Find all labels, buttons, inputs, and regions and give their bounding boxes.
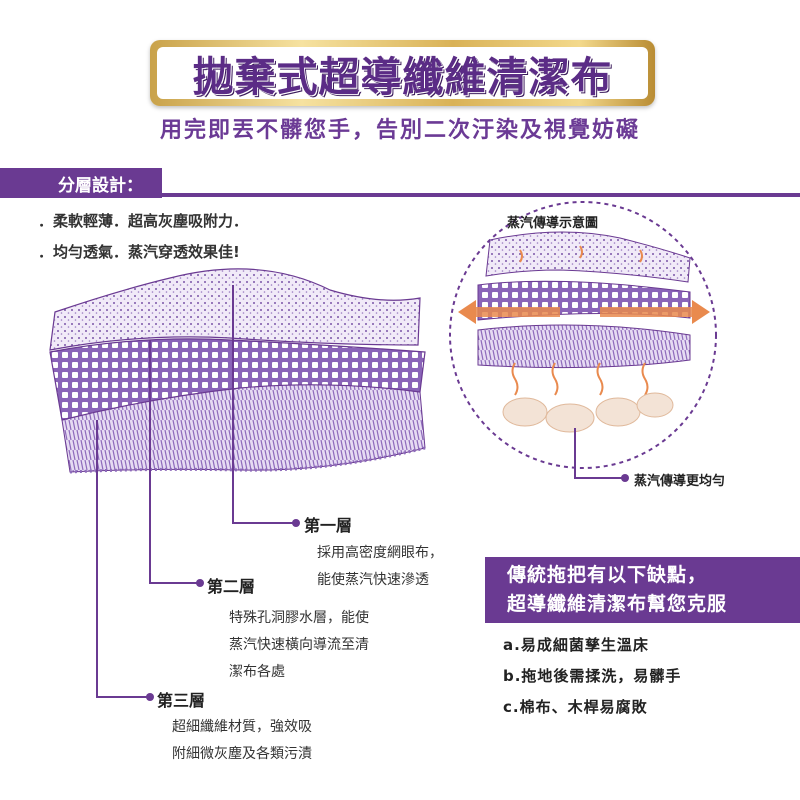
title-frame: 拋棄式超導纖維清潔布 xyxy=(150,40,655,106)
layer-1-desc-line-2: 能使蒸汽快速滲透 xyxy=(317,572,429,588)
leader-dot-3 xyxy=(146,693,154,701)
title-inner: 拋棄式超導纖維清潔布 xyxy=(157,47,648,101)
page-title: 拋棄式超導纖維清潔布 xyxy=(192,53,613,101)
drawback-item-b: b.拖地後需揉洗，易髒手 xyxy=(503,667,682,685)
title-banner: 拋棄式超導纖維清潔布 xyxy=(150,40,655,110)
leader-dot-2 xyxy=(196,579,204,587)
section-label: 分層設計： xyxy=(0,168,162,198)
layer-2-title: 第二層 xyxy=(207,577,256,596)
layer-3-fiber xyxy=(61,381,426,474)
section-divider xyxy=(162,193,800,197)
drawback-item-c: c.棉布、木桿易腐敗 xyxy=(503,698,648,716)
drawbacks-callout: 傳統拖把有以下缺點， 超導纖維清潔布幫您克服 xyxy=(485,557,800,623)
layer-2-desc-line-3: 潔布各處 xyxy=(229,664,285,680)
layer-3-desc-line-1: 超細纖維材質，強效吸 xyxy=(172,719,312,735)
feature-bullet-1: ．柔軟輕薄．超高灰塵吸附力． xyxy=(38,212,249,230)
leader-lines xyxy=(96,285,296,698)
callout-line-1: 傳統拖把有以下缺點， xyxy=(507,564,708,586)
callout-line-2: 超導纖維清潔布幫您克服 xyxy=(507,593,728,615)
leader-dot-1 xyxy=(292,519,300,527)
feature-bullet-2: ．均勻透氣．蒸汽穿透效果佳! xyxy=(38,243,240,261)
steam-diagram xyxy=(449,201,717,482)
layer-1-desc-line-1: 採用高密度網眼布， xyxy=(317,545,443,561)
layer-2-desc-line-2: 蒸汽快速橫向導流至清 xyxy=(229,637,369,653)
steam-result-label: 蒸汽傳導更均勻 xyxy=(634,474,726,489)
layer-2-desc-line-1: 特殊孔洞膠水層，能使 xyxy=(229,610,369,626)
layer-3-desc-line-2: 附細微灰塵及各類污漬 xyxy=(172,746,312,762)
steam-diagram-title: 蒸汽傳導示意圖 xyxy=(507,216,599,231)
page-subtitle: 用完即丟不髒您手，告別二次汙染及視覺妨礙 xyxy=(159,118,640,143)
layer-3-title: 第三層 xyxy=(157,691,206,710)
drawback-item-a: a.易成細菌孳生溫床 xyxy=(503,636,649,654)
layer-2-mesh xyxy=(49,338,426,421)
layer-1-title: 第一層 xyxy=(304,516,353,535)
layer-1-top xyxy=(49,268,421,351)
